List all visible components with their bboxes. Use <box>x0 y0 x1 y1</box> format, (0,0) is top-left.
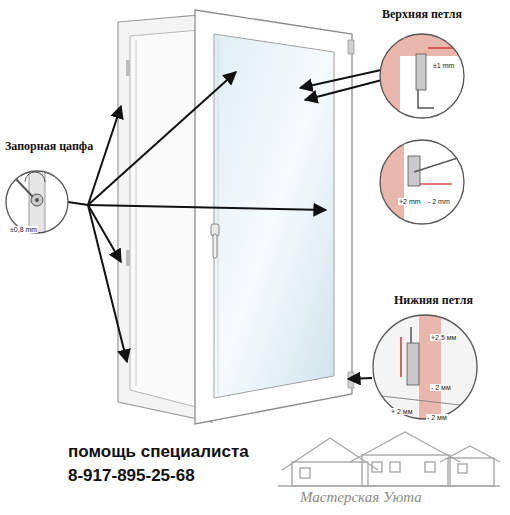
detail-circle <box>368 290 508 430</box>
dimension-label: +2,5 мм <box>430 334 457 341</box>
phone-number: 8-917-895-25-68 <box>68 466 195 486</box>
callout-circle: Запорная цапфа ±0,8 mm <box>2 136 114 240</box>
part-name: Запорная цапфа <box>5 139 93 153</box>
detail-circle <box>372 134 508 230</box>
callout-circle: +2 mm - 2 mm <box>372 134 508 230</box>
callout-circle: Нижняя петля +2,5 мм - 2 мм + 2 мм - 2 мм <box>368 290 508 430</box>
dimension-label: - 2 мм <box>430 384 452 391</box>
dimension-label: + 2 мм <box>390 408 414 415</box>
part-name: Нижняя петля <box>394 293 473 307</box>
dimension-label: - 2 мм <box>426 414 448 421</box>
watermark-logo <box>278 432 500 486</box>
window-sash <box>195 10 354 424</box>
callout-circle: Верхняя петля ±1 mm <box>372 4 508 126</box>
pointer-arrows <box>68 70 382 379</box>
dimension-label: +2 mm <box>398 198 422 205</box>
dimension-label: ±1 mm <box>432 62 455 69</box>
part-name: Верхняя петля <box>382 7 462 21</box>
help-text: помощь специалиста <box>68 442 249 462</box>
dimension-label: ±0,8 mm <box>9 226 38 233</box>
dimension-label: - 2 mm <box>427 198 451 205</box>
watermark: Мастерская Уюта <box>300 489 422 506</box>
